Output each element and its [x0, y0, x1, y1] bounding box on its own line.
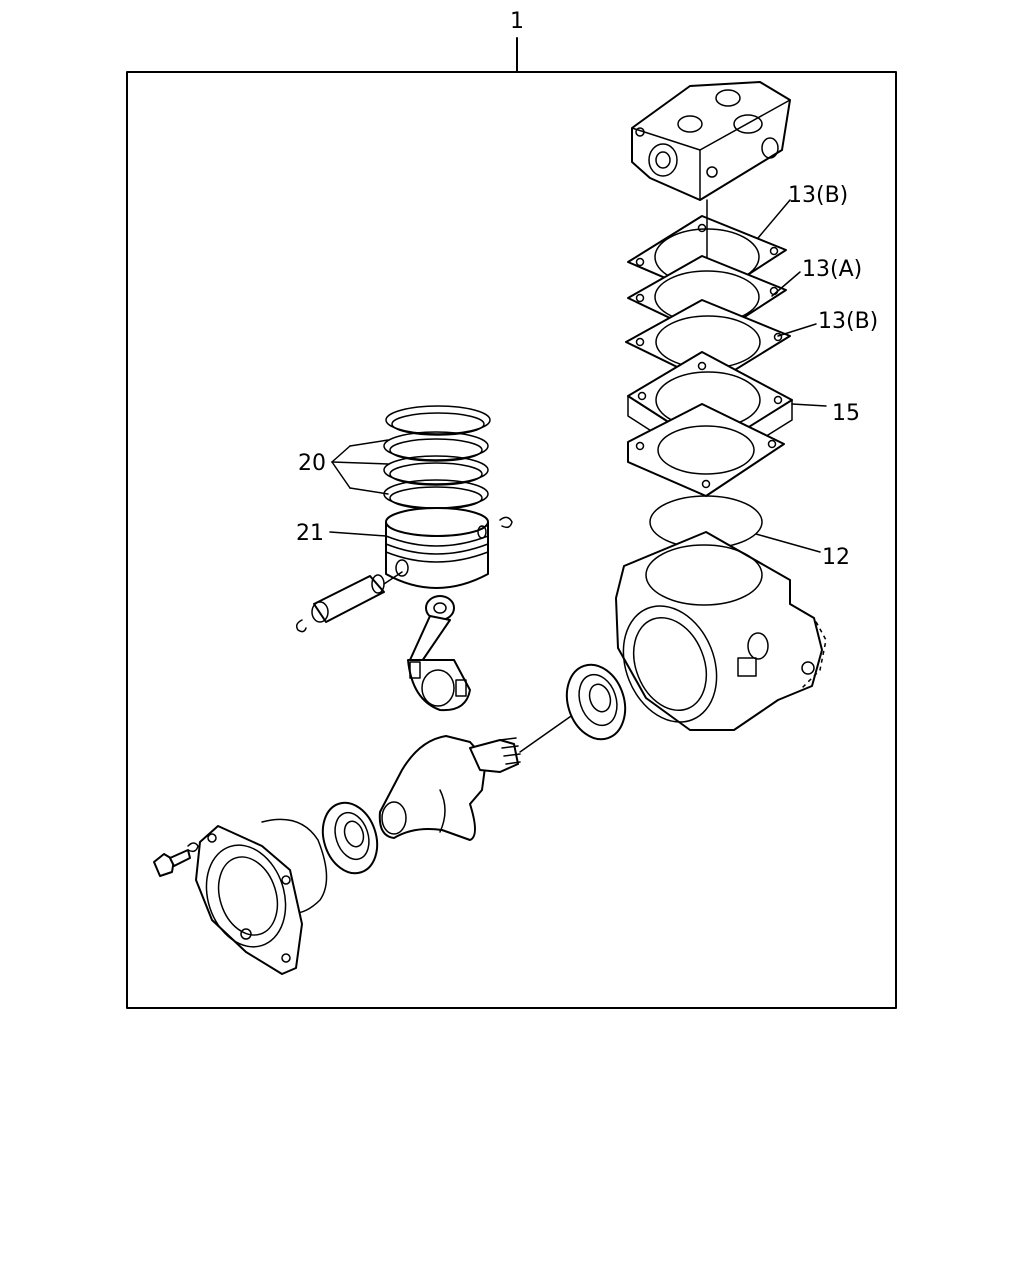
- crankshaft: [378, 713, 575, 841]
- crankcase: [615, 531, 827, 731]
- leader-20d: [331, 461, 351, 489]
- callout-12: 12: [822, 545, 850, 570]
- assembly-frame: [126, 71, 897, 1009]
- main-bearing-left: [321, 801, 379, 875]
- leader-21: [329, 531, 387, 537]
- leader-12: [755, 533, 821, 553]
- leader-20c: [331, 461, 389, 465]
- callout-assembly: 1: [510, 9, 524, 34]
- spacer-plate-15: [627, 351, 793, 497]
- washer-icon: [187, 842, 199, 853]
- end-cover: [195, 825, 303, 975]
- callout-20: 20: [298, 451, 326, 476]
- oil-seal: [261, 818, 328, 915]
- callout-15: 15: [832, 401, 860, 426]
- piston-21: [385, 507, 513, 589]
- leader-13b-lower: [777, 323, 817, 337]
- callout-13b-lower: 13(B): [818, 309, 878, 334]
- piston-rings-20: [383, 405, 491, 510]
- leader-20b: [349, 439, 389, 447]
- leader-13b-top: [757, 199, 791, 239]
- callout-13b-top: 13(B): [788, 183, 848, 208]
- cylinder-head: [631, 81, 791, 201]
- leader-20e: [349, 487, 389, 495]
- callout-21: 21: [296, 521, 324, 546]
- leader-13a: [771, 271, 801, 297]
- piston-pin: [311, 571, 403, 623]
- leader-15: [791, 403, 827, 407]
- main-bearing-right: [565, 663, 627, 741]
- leader-20a: [331, 445, 351, 463]
- callout-13a: 13(A): [802, 257, 862, 282]
- bolt: [153, 849, 191, 877]
- connecting-rod: [407, 595, 471, 712]
- snap-ring-icon: [295, 619, 307, 633]
